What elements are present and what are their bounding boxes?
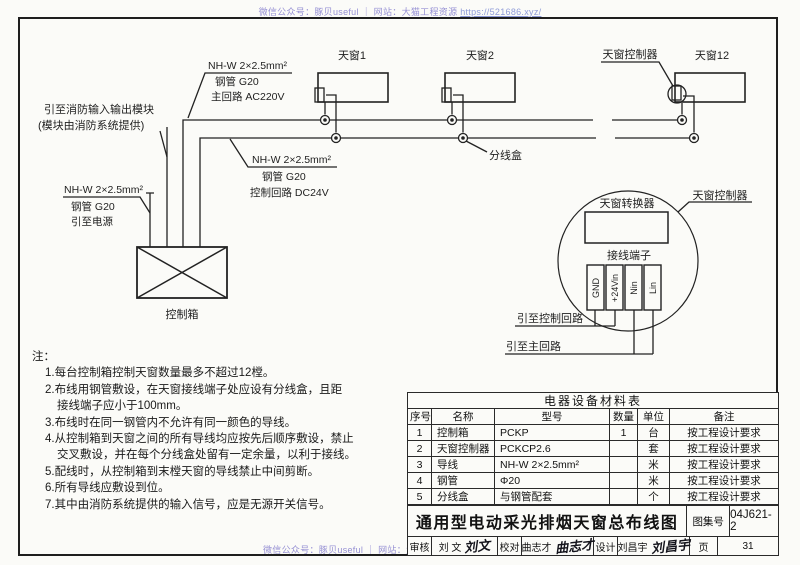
skylight-1-label: 天窗1 bbox=[338, 48, 366, 62]
sheet-border bbox=[18, 17, 778, 556]
watermark-bottom: 微信公众号：豚贝useful ｜ 网站：大猫工程资源 https://52168… bbox=[263, 543, 407, 556]
checker-name: 曲志才 bbox=[521, 542, 552, 554]
terminal-gnd: GND bbox=[591, 278, 601, 299]
power-cable: NH-W 2×2.5mm² bbox=[64, 184, 144, 196]
note-2: 2.布线用钢管敷设，在天窗接线端子处应设有分线盒，且距 bbox=[45, 383, 343, 396]
atlas-no-value: 04J621-2 bbox=[730, 509, 772, 533]
col-header-unit: 单位 bbox=[637, 408, 670, 425]
control-box-symbol bbox=[136, 246, 228, 299]
checker-label: 校对 bbox=[498, 537, 522, 555]
designer-name: 刘昌宇 bbox=[617, 542, 648, 554]
skylight-2-label: 天窗2 bbox=[466, 48, 494, 62]
signature-row: 审核 刘 文刘文 校对 曲志才曲志才 设计 刘昌宇刘昌宇 页 31 bbox=[407, 537, 779, 556]
reviewer-cell: 刘 文刘文 bbox=[432, 537, 498, 556]
note-4: 4.从控制箱到天窗之间的所有导线均应按先后顺序敷设，禁止 bbox=[45, 433, 354, 446]
to-main-circuit-label: 引至主回路 bbox=[506, 339, 561, 353]
watermark-text: 微信公众号：豚贝useful ｜ 网站：大猫工程资源 bbox=[263, 545, 407, 555]
terminal-nin: Nin bbox=[629, 281, 639, 295]
fire-module-leader bbox=[159, 130, 168, 158]
terminal-lin: Lin bbox=[648, 282, 658, 294]
page-label: 页 bbox=[690, 537, 718, 555]
main-circuit-name: 主回路 AC220V bbox=[211, 90, 285, 103]
converter-label: 天窗转换器 bbox=[600, 196, 655, 210]
page-number: 31 bbox=[742, 540, 754, 552]
power-leader bbox=[63, 196, 151, 214]
watermark-text: 微信公众号：豚贝useful ｜ 网站：大猫工程资源 bbox=[258, 7, 461, 17]
notes-title: 注： bbox=[32, 351, 55, 363]
main-circuit-cable: NH-W 2×2.5mm² bbox=[208, 60, 288, 72]
control-circuit-name: 控制回路 DC24V bbox=[250, 186, 329, 199]
col-header-model: 型号 bbox=[494, 408, 610, 425]
col-header-index: 序号 bbox=[407, 408, 432, 425]
control-circuit-leader bbox=[229, 138, 337, 168]
main-bus-ac220 bbox=[182, 119, 682, 247]
atlas-no-label: 图集号 bbox=[687, 506, 731, 536]
notes-block: 注： 1.每台控制箱控制天窗数量最多不超过12樘。 2.布线用钢管敷设，在天窗接… bbox=[32, 349, 417, 513]
col-header-qty: 数量 bbox=[609, 408, 638, 425]
controller-detail bbox=[505, 190, 752, 355]
controller-top-label: 天窗控制器 bbox=[603, 47, 658, 61]
designer-label: 设计 bbox=[594, 537, 618, 555]
designer-signature: 刘昌宇 bbox=[650, 537, 691, 557]
skylight-12-symbol bbox=[667, 72, 746, 133]
power-name: 引至电源 bbox=[71, 215, 113, 228]
skylight-12-label: 天窗12 bbox=[695, 48, 729, 62]
controller-top-leader bbox=[601, 61, 674, 87]
col-header-name: 名称 bbox=[431, 408, 495, 425]
note-7: 7.其中由消防系统提供的输入信号，应是无源开关信号。 bbox=[45, 498, 331, 511]
col-header-remark: 备注 bbox=[669, 408, 779, 425]
material-table-title: 电器设备材料表 bbox=[407, 392, 779, 409]
title-block: 通用型电动采光排烟天窗总布线图 图集号 04J621-2 bbox=[407, 505, 779, 537]
junction-box-label: 分线盒 bbox=[489, 148, 522, 162]
checker-cell: 曲志才曲志才 bbox=[521, 537, 595, 557]
reviewer-label: 审核 bbox=[408, 537, 432, 555]
main-circuit-leader bbox=[187, 72, 292, 119]
terminal-24vin: +24Vin bbox=[610, 274, 620, 302]
main-circuit-conduit: 钢管 G20 bbox=[215, 75, 259, 88]
power-riser bbox=[146, 192, 154, 247]
control-box-label: 控制箱 bbox=[166, 307, 199, 321]
terminals-label: 接线端子 bbox=[607, 248, 651, 262]
checker-signature: 曲志才 bbox=[554, 537, 595, 557]
note-6: 6.所有导线应敷设到位。 bbox=[45, 482, 170, 495]
drawing-title: 通用型电动采光排烟天窗总布线图 bbox=[408, 506, 688, 536]
to-control-circuit-label: 引至控制回路 bbox=[517, 311, 583, 325]
designer-cell: 刘昌宇刘昌宇 bbox=[617, 537, 691, 557]
note-1: 1.每台控制箱控制天窗数量最多不超过12樘。 bbox=[45, 367, 275, 380]
reviewer-signature: 刘文 bbox=[463, 538, 492, 556]
fire-module-label-2: (模块由消防系统提供) bbox=[38, 118, 144, 132]
note-5: 5.配线时，从控制箱到末樘天窗的导线禁止中间剪断。 bbox=[45, 465, 320, 478]
control-circuit-cable: NH-W 2×2.5mm² bbox=[252, 154, 332, 166]
note-2b: 接线端子应小于100mm。 bbox=[57, 400, 188, 413]
power-conduit: 钢管 G20 bbox=[71, 200, 115, 213]
junction-box-leader bbox=[465, 140, 488, 153]
controller-detail-label: 天窗控制器 bbox=[693, 188, 748, 202]
reviewer-name: 刘 文 bbox=[438, 542, 462, 554]
watermark-top: 微信公众号：豚贝useful ｜ 网站：大猫工程资源 https://52168… bbox=[0, 5, 800, 18]
watermark-url[interactable]: https://521686.xyz/ bbox=[460, 7, 542, 17]
junction-dot-centers bbox=[323, 118, 696, 140]
fire-module-label-1: 引至消防输入输出模块 bbox=[44, 102, 154, 116]
note-3: 3.布线时在同一钢管内不允许有同一颜色的导线。 bbox=[45, 416, 297, 429]
note-4b: 交叉敷设，并在每个分线盒处留有一定余量，以利于接线。 bbox=[57, 449, 356, 462]
control-circuit-conduit: 钢管 G20 bbox=[262, 170, 306, 183]
